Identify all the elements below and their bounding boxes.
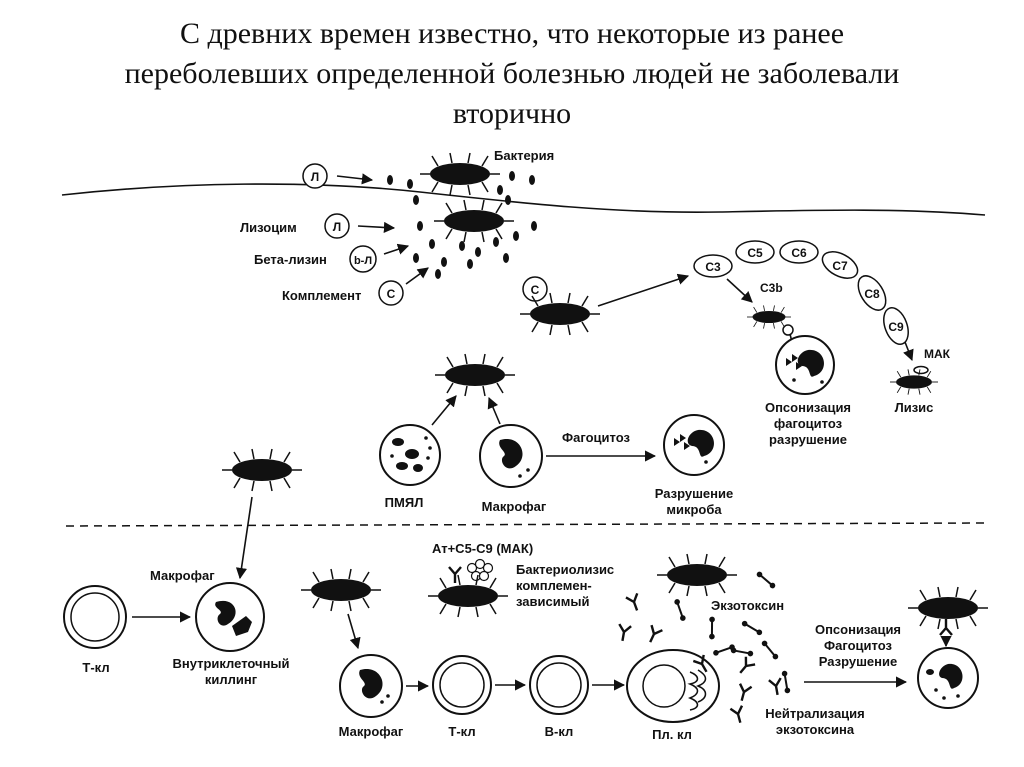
intracellular-killing-label-1: Внутриклеточный — [172, 656, 289, 671]
bacterium-icon — [221, 448, 303, 492]
complement-symbol — [378, 280, 404, 306]
bacteriolysis-label-1: Бактериолизис — [516, 562, 614, 577]
bacterium-icon — [433, 199, 515, 243]
bacterium-icon — [419, 152, 501, 196]
c3b-label: C3b — [760, 281, 783, 295]
exotoxin-label: Экзотоксин — [711, 598, 784, 613]
complement-chain: C3 C5 C6 C7 C8 C9 — [693, 240, 909, 345]
svg-text:C9: C9 — [888, 320, 904, 334]
macrophage-icon — [479, 424, 543, 488]
macrophage-icon — [663, 414, 725, 476]
pmnl-icon — [379, 424, 441, 486]
dashed-divider — [65, 522, 986, 527]
t-cell-icon — [432, 655, 492, 715]
title-line-1: С древних времен известно, что некоторые… — [179, 17, 845, 50]
microbe-destruction-label-1: Разрушение — [655, 486, 734, 501]
complement-label: Комплемент — [282, 288, 361, 303]
lysozyme-symbol-top — [302, 163, 328, 189]
intracellular-killing-label-2: киллинг — [205, 672, 258, 687]
opsonization-right-1: Опсонизация — [815, 622, 901, 637]
bacteria-label: Бактерия — [494, 148, 554, 163]
dots-lysis-cloud — [413, 221, 537, 279]
dots-around-bacterium — [387, 171, 535, 205]
surface-line — [61, 183, 986, 216]
mak-label: МАК — [924, 347, 951, 361]
beta-lysine-symbol — [349, 245, 377, 273]
arrow-to-macrophage — [235, 496, 253, 580]
arrow-c3b — [726, 278, 753, 303]
lysis-label: Лизис — [895, 400, 934, 415]
arrow-to-macrophage-humoral — [347, 613, 361, 650]
beta-lysine-symbol-label: b-Л — [354, 255, 372, 267]
lysozyme-symbol-label: Л — [333, 220, 341, 234]
arrow-beta-lysine — [383, 243, 410, 255]
arrow-macrophage-to-bacterium — [487, 396, 501, 425]
opsonization-label-1: Опсонизация — [765, 400, 851, 415]
b-cell-icon — [529, 655, 589, 715]
mac-ring-icon — [913, 365, 929, 375]
bacterium-icon — [300, 568, 382, 612]
pmnl-label: ПМЯЛ — [385, 495, 424, 510]
macrophage-label-top: Макрофаг — [482, 499, 547, 514]
svg-text:C7: C7 — [832, 259, 848, 273]
bacterium-icon — [746, 305, 792, 329]
svg-text:C3: C3 — [705, 260, 721, 274]
title-line-2: переболевших определенной болезнью людей… — [124, 57, 900, 90]
opsonization-label-3: разрушение — [769, 432, 847, 447]
t-cell-icon — [63, 585, 127, 649]
arrow-complement — [405, 267, 429, 285]
neutralization-label-2: экзотоксина — [776, 722, 855, 737]
bacterium-icon — [907, 586, 989, 630]
at-mak-label: Ат+С5-С9 (МАК) — [432, 541, 533, 556]
c3b-marker — [782, 324, 794, 336]
phagocytosis-label: Фагоцитоз — [562, 430, 630, 445]
bacteriolysis-label-2: комплемен- — [516, 578, 592, 593]
lysozyme-symbol — [324, 213, 350, 239]
title-line-3: вторично — [452, 97, 572, 130]
arrow-pmnl-to-bacterium — [431, 395, 457, 426]
svg-text:C8: C8 — [864, 287, 880, 301]
bacteriolysis-label-3: зависимый — [516, 594, 589, 609]
macrophage-icon — [195, 582, 265, 652]
plasma-cell-label: Пл. кл — [652, 727, 692, 742]
bacterium-icon — [434, 353, 516, 397]
lysozyme-label: Лизоцим — [240, 220, 297, 235]
bacterium-icon — [889, 368, 939, 396]
arrow-to-c3 — [597, 273, 690, 307]
arrow-lysozyme-top — [336, 173, 374, 185]
macrophage-icon — [917, 647, 979, 709]
antibody-icon — [938, 617, 954, 637]
macrophage-label-cellular: Макрофаг — [150, 568, 215, 583]
opsonization-label-2: фагоцитоз — [774, 416, 843, 431]
t-cell-label-right: Т-кл — [448, 724, 475, 739]
opsonization-right-2: Фагоцитоз — [824, 638, 892, 653]
svg-text:C5: C5 — [747, 246, 763, 260]
neutralization-label-1: Нейтрализация — [765, 706, 865, 721]
plasma-cell-icon — [626, 649, 720, 723]
macrophage-icon — [339, 654, 403, 718]
macrophage-icon — [775, 335, 835, 395]
macrophage-label-humoral: Макрофаг — [339, 724, 404, 739]
b-cell-label: В-кл — [545, 724, 574, 739]
arrow-mak — [903, 341, 914, 362]
arrow-lysozyme — [357, 221, 396, 234]
t-cell-label-left: Т-кл — [82, 660, 109, 675]
slide-title: С древних времен известно, что некоторые… — [0, 14, 1024, 134]
microbe-destruction-label-2: микроба — [666, 502, 722, 517]
complement-symbol-label: С — [387, 287, 396, 301]
bacterium-icon — [427, 574, 509, 618]
complement-symbol-2-label: С — [531, 283, 540, 297]
svg-text:C6: C6 — [791, 246, 807, 260]
beta-lysine-label: Бета-лизин — [254, 252, 327, 267]
bacterium-icon — [656, 553, 738, 597]
lysozyme-symbol-top-label: Л — [311, 170, 319, 184]
opsonization-right-3: Разрушение — [819, 654, 898, 669]
mac-cluster-icon — [466, 558, 494, 582]
